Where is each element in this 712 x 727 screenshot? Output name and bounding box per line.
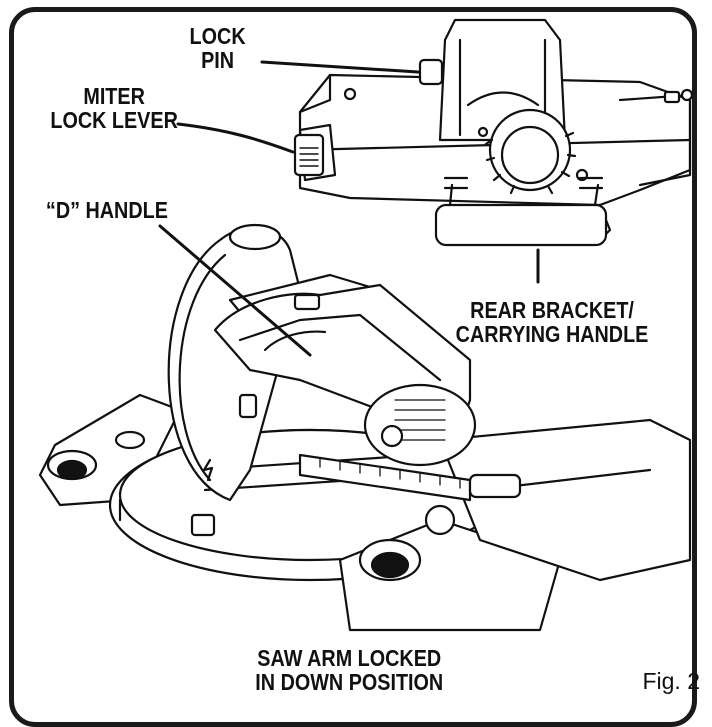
main-saw xyxy=(38,223,692,632)
motor-housing xyxy=(363,383,477,467)
lock-pin-label: LOCK PIN xyxy=(189,23,246,73)
miter-scale xyxy=(298,453,472,502)
miter-lock-lever-label: MITER LOCK LEVER xyxy=(50,83,178,133)
rear-carrying-handle xyxy=(434,183,608,247)
bevel-knob xyxy=(484,108,577,195)
figure-number: Fig. 2 xyxy=(642,668,700,694)
miter-lock-lever-part xyxy=(293,133,325,177)
rear-bracket-label: REAR BRACKET/ CARRYING HANDLE xyxy=(455,297,649,347)
rear-view-saw xyxy=(293,18,694,247)
leader-lines xyxy=(158,60,540,357)
saw-arm-label: SAW ARM LOCKED IN DOWN POSITION xyxy=(255,645,444,695)
d-handle-label: “D” HANDLE xyxy=(45,197,168,223)
miter-saw-illustration xyxy=(38,18,694,632)
